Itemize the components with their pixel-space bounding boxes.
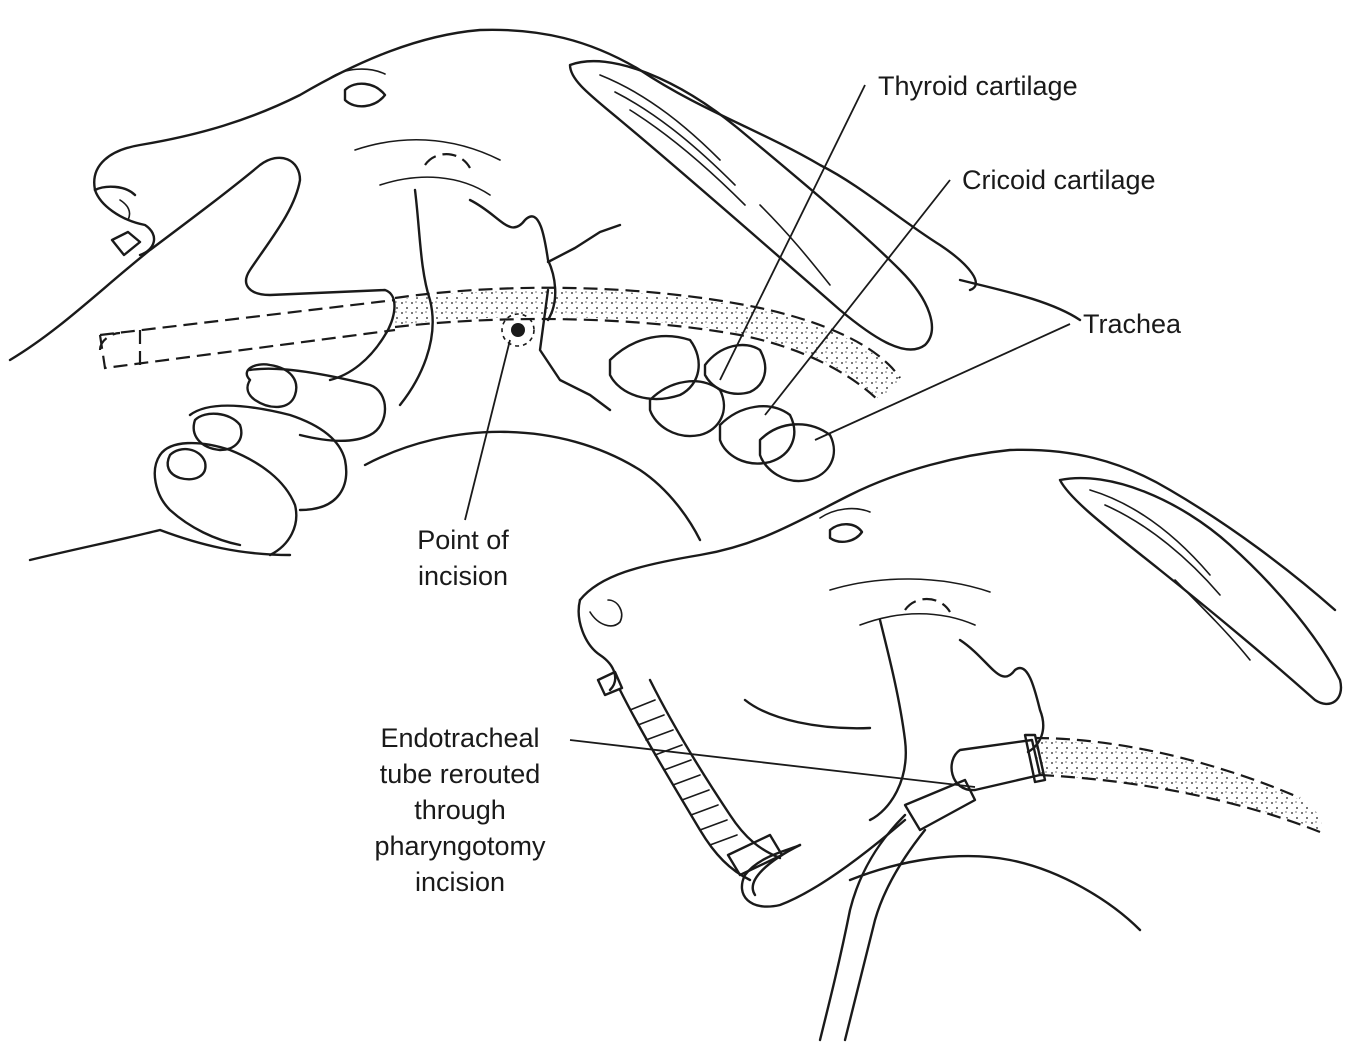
label-thyroid-cartilage: Thyroid cartilage: [878, 68, 1078, 104]
label-endotracheal-tube: Endotracheal tube rerouted through phary…: [345, 720, 575, 900]
label-point-of-incision-line1: Point of: [398, 522, 528, 558]
label-point-of-incision-line2: incision: [398, 558, 528, 594]
label-tube-line3: through: [345, 792, 575, 828]
label-tube-line1: Endotracheal: [345, 720, 575, 756]
label-point-of-incision: Point of incision: [398, 522, 528, 594]
label-tube-line2: tube rerouted: [345, 756, 575, 792]
upper-dog-drawing: [10, 30, 1080, 560]
label-tube-line4: pharyngotomy: [345, 828, 575, 864]
lower-dog-drawing: [579, 450, 1341, 1040]
leader-tube: [570, 740, 975, 787]
label-cricoid-cartilage: Cricoid cartilage: [962, 162, 1156, 198]
label-trachea: Trachea: [1083, 306, 1181, 342]
leader-incision: [465, 340, 510, 520]
leader-trachea: [815, 324, 1070, 440]
label-tube-line5: incision: [345, 864, 575, 900]
